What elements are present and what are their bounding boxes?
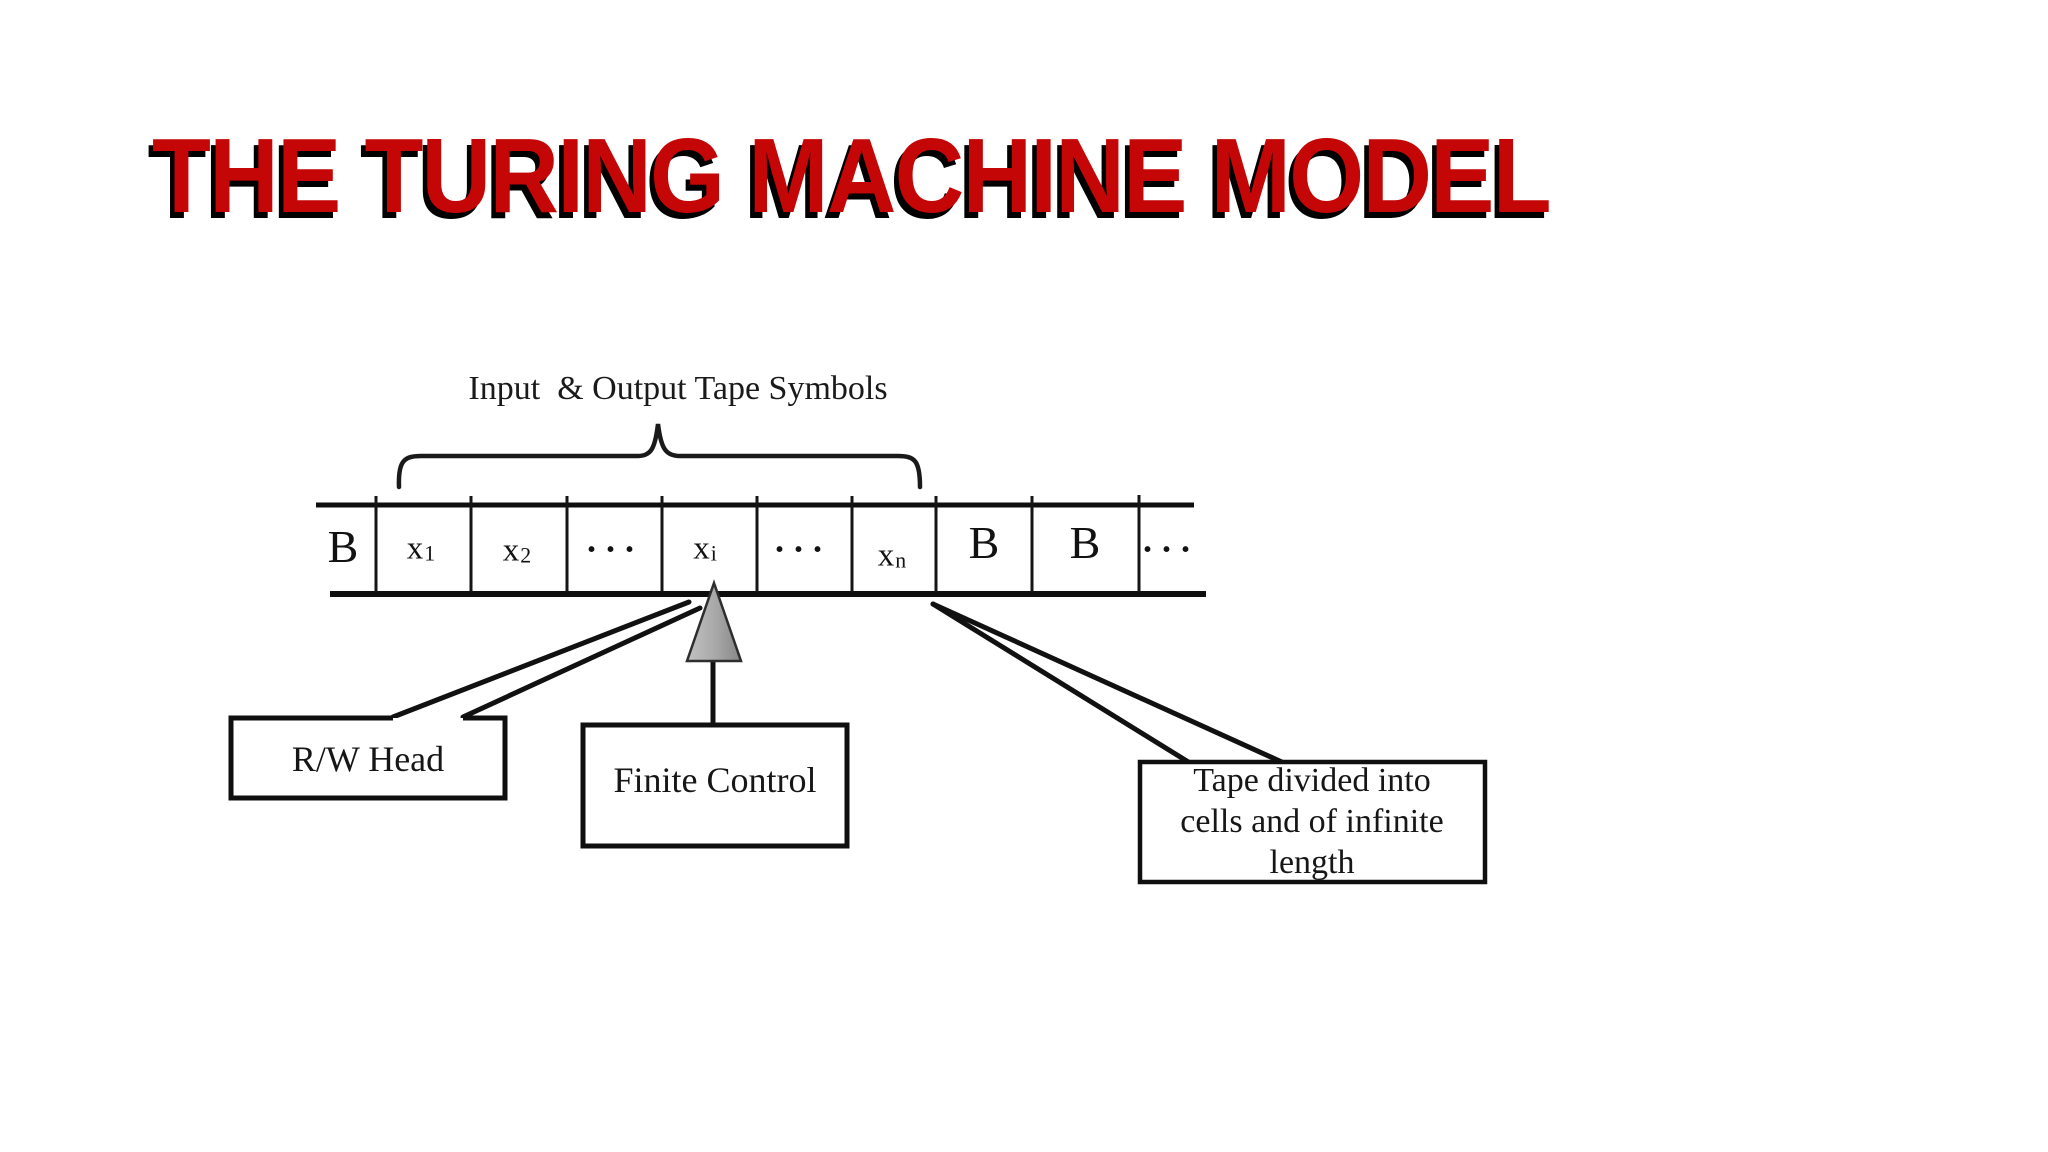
rw-head-box — [228, 715, 508, 801]
rw-head-label: R/W Head — [291, 738, 445, 779]
tape-divided-line-2: cells and of infinite — [1180, 802, 1444, 840]
rw-head-callout-line-1 — [390, 599, 692, 720]
tape-divided-line-1: Tape divided into — [1193, 761, 1431, 799]
tape-cell-xn: xn — [877, 537, 907, 574]
tape-cell-ellipsis-3: ··· — [1141, 529, 1199, 569]
tape-cell-blank-left: B — [327, 521, 359, 572]
tape-cell-ellipsis-1: ··· — [585, 529, 643, 569]
finite-control-box — [580, 722, 850, 849]
tape-symbols-label: Input & Output Tape Symbols — [468, 370, 888, 407]
slide-title: THE TURING MACHINE MODEL — [152, 117, 1552, 235]
tape-cell-blank-1: B — [968, 517, 1000, 568]
brace — [396, 423, 923, 490]
tape-cell-x1: x1 — [406, 530, 436, 567]
tape-cell-xi: xi — [693, 530, 717, 567]
tape-divided-callout-line-2 — [930, 601, 1287, 766]
tape-cell-x2: x2 — [502, 532, 532, 569]
tape-divided-box — [1137, 759, 1488, 885]
head-pointer-triangle — [685, 579, 743, 663]
tape-cell-dividers — [374, 495, 1141, 592]
finite-control-label: Finite Control — [613, 759, 817, 800]
tape-cell-blank-2: B — [1069, 517, 1101, 568]
tape-divided-line-3: length — [1269, 843, 1355, 881]
tape-cell-ellipsis-2: ··· — [773, 529, 831, 569]
tape-divided-callout-line-1 — [930, 601, 1193, 766]
rw-head-callout-line-2 — [460, 605, 703, 720]
tape-divided-label: Tape divided into cells and of infinite … — [1180, 761, 1443, 883]
